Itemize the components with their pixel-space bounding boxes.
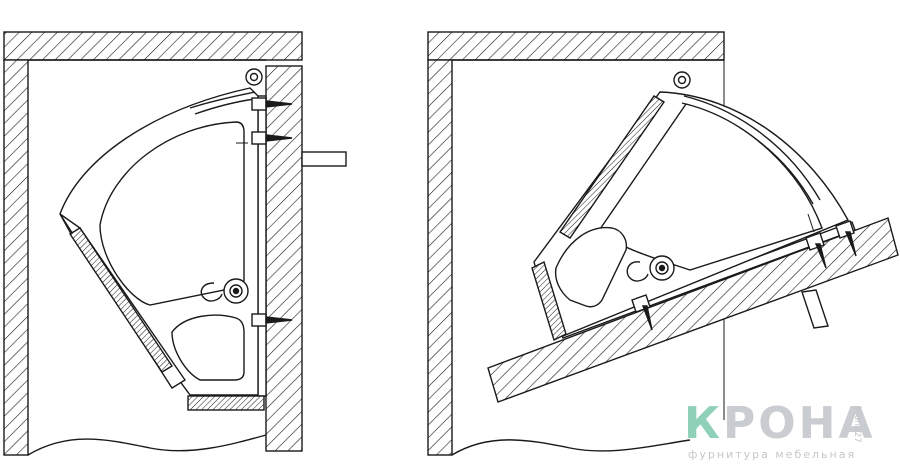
left-side-wall	[3, 59, 29, 456]
left-bottom-plate	[187, 395, 265, 411]
left-break-line	[27, 434, 267, 456]
right-spring	[626, 261, 649, 282]
right-screw-1	[631, 294, 653, 331]
left-top-wall	[3, 31, 303, 61]
brand-side-text: krona27	[852, 406, 862, 443]
right-lower-strip	[531, 261, 567, 341]
left-pivot-inner	[229, 284, 243, 298]
left-inner-cutout-upper	[99, 121, 245, 306]
brand-tagline: фурнитура мебельная	[688, 448, 857, 461]
right-pivot-inner	[655, 261, 669, 275]
right-top-adjuster	[673, 71, 691, 89]
right-arc-slot	[683, 95, 821, 201]
brand-accent-letter: К	[684, 398, 723, 449]
right-screw-2	[805, 232, 827, 269]
right-view-open	[427, 31, 899, 456]
brand-rest: РОНА	[722, 398, 876, 449]
left-top-adjuster	[245, 68, 263, 86]
left-inner-cutout-lower	[171, 314, 245, 381]
right-door-panel	[487, 217, 899, 403]
right-top-wall	[427, 31, 725, 61]
left-handle	[301, 151, 347, 167]
left-screw-3	[251, 313, 293, 327]
left-spring	[200, 282, 223, 302]
right-side-wall	[427, 59, 453, 456]
left-arm-strip	[69, 227, 173, 373]
brand-name: КРОНА	[684, 402, 876, 446]
right-handle	[801, 289, 829, 329]
left-arc-slot	[189, 91, 256, 109]
right-inner-cutout-lower	[554, 226, 628, 308]
brand-logo: КРОНА фурнитура мебельная krona27	[684, 402, 894, 472]
right-break-line	[451, 439, 691, 456]
left-right-wall	[265, 65, 303, 452]
left-view-closed	[3, 31, 347, 456]
right-arm-strip	[558, 95, 666, 239]
right-inner-cutout-upper	[597, 103, 823, 271]
left-screw-1	[251, 97, 293, 111]
right-screw-3	[835, 220, 857, 257]
left-screw-2	[251, 131, 293, 145]
